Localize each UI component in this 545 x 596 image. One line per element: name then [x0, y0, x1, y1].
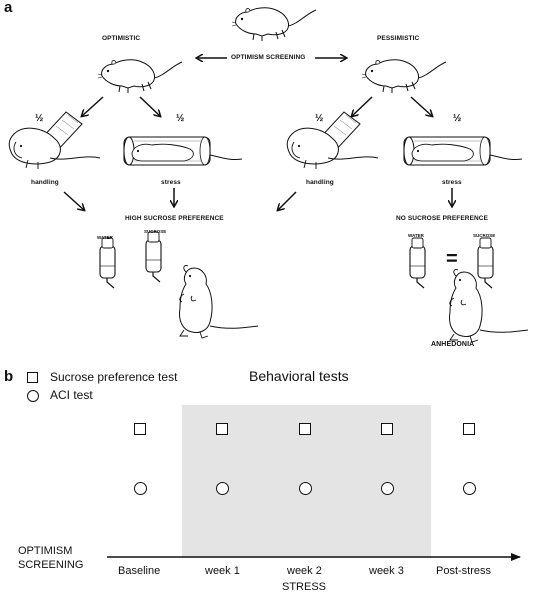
- sucrose-label-right: SUCROSE: [473, 233, 496, 238]
- anhedonia-label: ANHEDONIA: [431, 341, 475, 348]
- stress-label-1: stress: [161, 179, 181, 186]
- half-label-1: ½: [35, 113, 44, 124]
- half-label-2: ½: [176, 113, 185, 124]
- tick-label-week2: week 2: [287, 565, 322, 577]
- optimistic-label: OPTIMISTIC: [102, 35, 141, 42]
- water-label-left: WATER: [97, 235, 113, 240]
- aci-test-marker-baseline: [134, 482, 147, 495]
- optimism-screening-label: OPTIMISM SCREENING: [231, 54, 306, 61]
- stress-axis-label: STRESS: [282, 581, 327, 593]
- tick-label-week3: week 3: [369, 565, 404, 577]
- aci-test-marker-week3: [381, 482, 394, 495]
- behavioral-tests-title: Behavioral tests: [249, 368, 349, 384]
- tick-label-baseline: Baseline: [118, 565, 161, 577]
- aci-test-marker-post-stress: [463, 482, 476, 495]
- half-label-3: ½: [315, 113, 324, 124]
- stress-label-2: stress: [442, 179, 462, 186]
- legend-circle-icon: [27, 390, 39, 402]
- sucrose-test-marker-week3: [381, 423, 393, 435]
- aci-test-marker-week1: [216, 482, 229, 495]
- handling-label-2: handling: [306, 179, 334, 186]
- tick-label-week1: week 1: [205, 565, 240, 577]
- screening-label: SCREENING: [18, 559, 84, 571]
- legend-square-icon: [27, 372, 38, 383]
- handling-label-1: handling: [31, 179, 59, 186]
- sucrose-test-marker-week2: [299, 423, 311, 435]
- sucrose-test-marker-post-stress: [463, 423, 475, 435]
- aci-test-marker-week2: [299, 482, 312, 495]
- sucrose-test-marker-baseline: [134, 423, 146, 435]
- legend-label-aci: ACI test: [50, 388, 93, 402]
- high-sucrose-preference-label: HIGH SUCROSE PREFERENCE: [125, 215, 224, 222]
- panel-b-letter: b: [4, 368, 14, 385]
- water-label-right: WATER: [408, 233, 424, 238]
- sucrose-test-marker-week1: [216, 423, 228, 435]
- pessimistic-label: PESSIMISTIC: [377, 35, 420, 42]
- equals-sign: =: [446, 248, 458, 270]
- half-label-4: ½: [453, 113, 462, 124]
- no-sucrose-preference-label: NO SUCROSE PREFERENCE: [396, 215, 489, 222]
- panel-a-letter: a: [4, 0, 13, 16]
- sucrose-label-left: SUCROSE: [144, 229, 167, 234]
- tick-label-post-stress: Post-stress: [436, 565, 492, 577]
- optimism-label: OPTIMISM: [18, 545, 73, 557]
- legend-label-sucrose: Sucrose preference test: [50, 370, 178, 384]
